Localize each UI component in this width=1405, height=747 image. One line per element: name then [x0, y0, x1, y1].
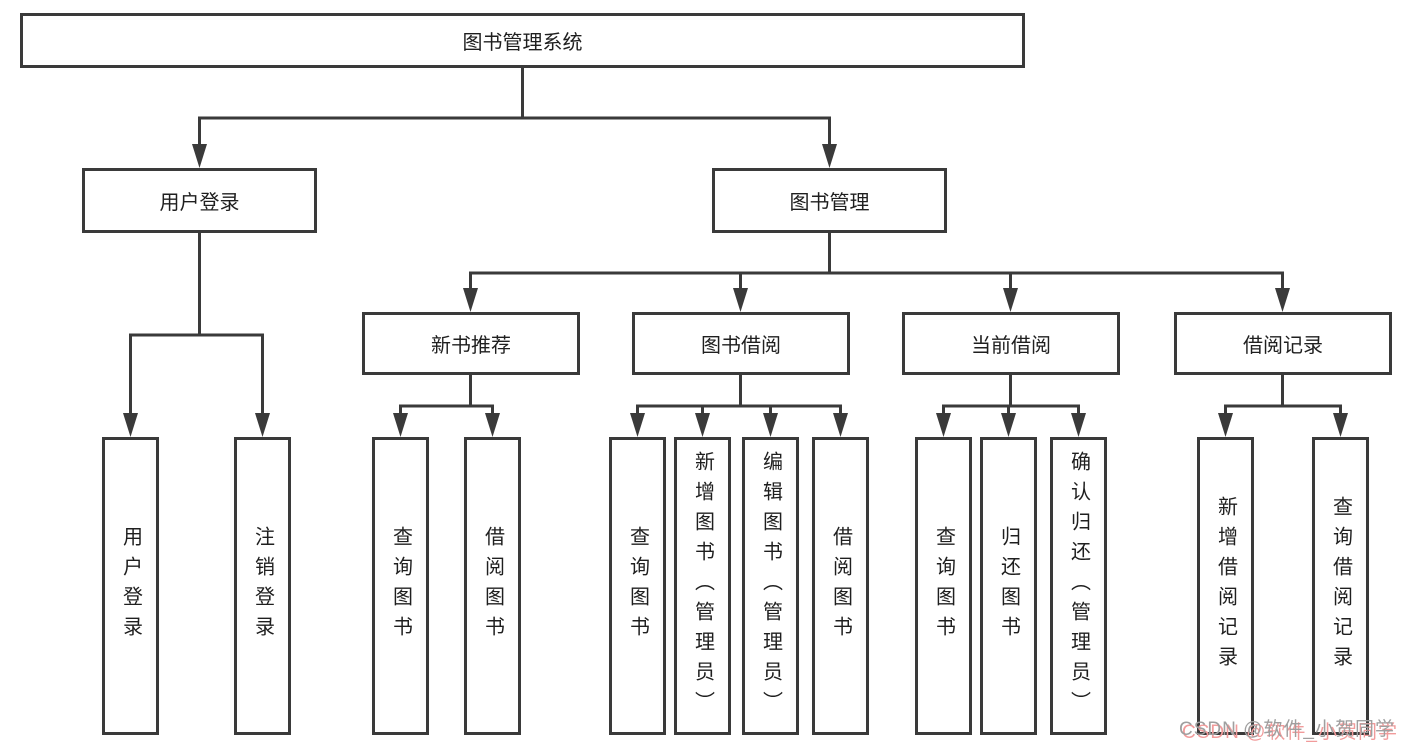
node-root: 图书管理系统 [20, 13, 1025, 68]
leaf-borrow-books-recommend-label: 借阅图书 [481, 526, 504, 646]
node-current-borrow: 当前借阅 [902, 312, 1120, 375]
node-new-book-recommend: 新书推荐 [362, 312, 580, 375]
leaf-edit-book-admin: 编辑图书（管理员） [742, 437, 799, 735]
leaf-add-book-admin: 新增图书（管理员） [674, 437, 731, 735]
node-borrow-records: 借阅记录 [1174, 312, 1392, 375]
node-new-book-recommend-label: 新书推荐 [431, 335, 511, 357]
leaf-return-book-label: 归还图书 [997, 526, 1020, 646]
leaf-borrow-books: 借阅图书 [812, 437, 869, 735]
leaf-confirm-return-admin-label: 确认归还（管理员） [1067, 451, 1090, 721]
connector-borrow-records-children [1218, 375, 1348, 437]
leaf-add-borrow-record: 新增借阅记录 [1197, 437, 1254, 735]
leaf-confirm-return-admin: 确认归还（管理员） [1050, 437, 1107, 735]
node-current-borrow-label: 当前借阅 [971, 335, 1051, 357]
node-user-login-label: 用户登录 [159, 192, 240, 214]
leaf-user-login: 用户登录 [102, 437, 159, 735]
node-book-borrow: 图书借阅 [632, 312, 850, 375]
leaf-add-borrow-record-label: 新增借阅记录 [1214, 496, 1237, 676]
leaf-borrow-books-label: 借阅图书 [829, 526, 852, 646]
leaf-logout: 注销登录 [234, 437, 291, 735]
node-root-label: 图书管理系统 [462, 32, 583, 54]
leaf-edit-book-admin-label: 编辑图书（管理员） [759, 451, 782, 721]
csdn-watermark: CSDN @软件_小贺同学 [1179, 719, 1395, 740]
connector-root-to-level2 [192, 68, 837, 168]
leaf-query-books-current: 查询图书 [915, 437, 972, 735]
connector-current-borrow-children [936, 375, 1086, 437]
node-book-borrow-label: 图书借阅 [701, 335, 781, 357]
leaf-query-books-borrow-label: 查询图书 [626, 526, 649, 646]
leaf-query-books-recommend: 查询图书 [372, 437, 429, 735]
connector-new-book-recommend-children [393, 375, 500, 437]
connector-book-borrow-children [630, 375, 848, 437]
leaf-logout-label: 注销登录 [251, 526, 274, 646]
node-borrow-records-label: 借阅记录 [1243, 335, 1323, 357]
leaf-user-login-label: 用户登录 [119, 526, 142, 646]
leaf-query-books-current-label: 查询图书 [932, 526, 955, 646]
leaf-query-borrow-record-label: 查询借阅记录 [1329, 496, 1352, 676]
leaf-query-books-borrow: 查询图书 [609, 437, 666, 735]
node-book-management: 图书管理 [712, 168, 947, 233]
connector-user-login-children [123, 233, 270, 437]
node-book-management-label: 图书管理 [789, 192, 870, 214]
leaf-borrow-books-recommend: 借阅图书 [464, 437, 521, 735]
leaf-add-book-admin-label: 新增图书（管理员） [691, 451, 714, 721]
connector-book-management-children [463, 233, 1290, 312]
leaf-query-books-recommend-label: 查询图书 [389, 526, 412, 646]
node-user-login: 用户登录 [82, 168, 317, 233]
leaf-return-book: 归还图书 [980, 437, 1037, 735]
leaf-query-borrow-record: 查询借阅记录 [1312, 437, 1369, 735]
